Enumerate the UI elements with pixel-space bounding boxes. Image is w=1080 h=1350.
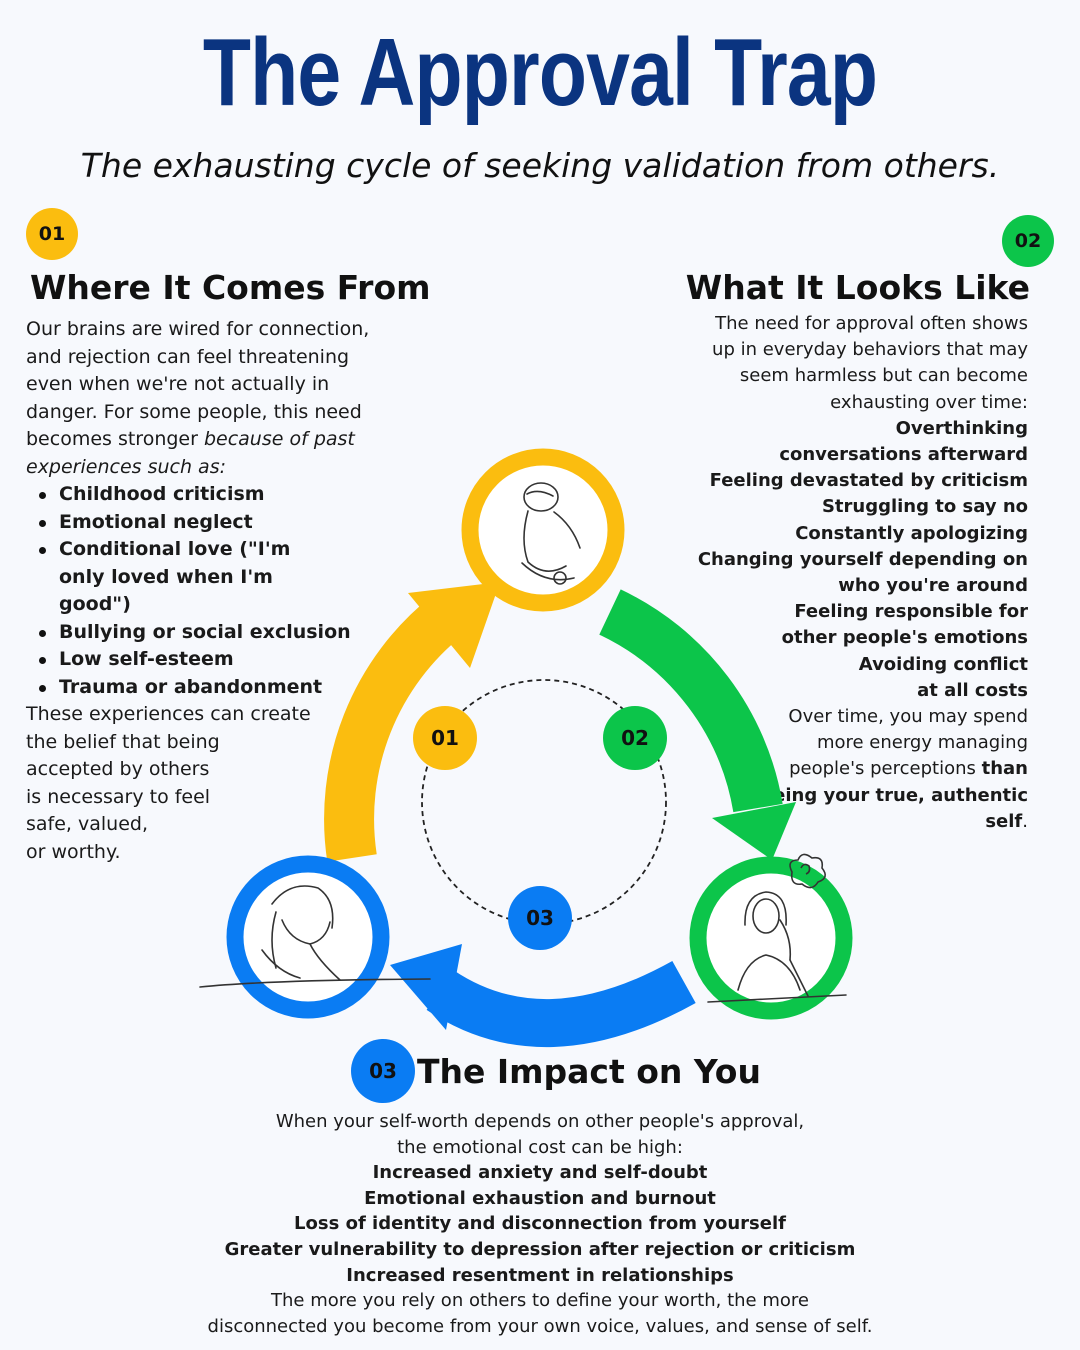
list-item: Emotional neglect [39, 509, 386, 537]
section-1-body: Our brains are wired for connection, and… [26, 316, 386, 866]
list-item: Bullying or social exclusion [39, 619, 386, 647]
distressed-woman-icon [199, 855, 431, 1019]
section-1-outro-line: These experiences can create [26, 703, 311, 725]
sitting-child-icon [461, 448, 625, 612]
list-item: Emotional exhaustion and burnout [364, 1187, 716, 1209]
list-item: Increased resentment in relationships [346, 1264, 734, 1286]
section-1-list: Childhood criticism Emotional neglect Co… [26, 481, 386, 701]
section-2-outro: Over time, you may spend more energy man… [760, 706, 1028, 832]
list-item: Overthinking conversations afterward [779, 417, 1028, 466]
blue-cycle-arrow [390, 944, 696, 1048]
section-3-heading: The Impact on You [417, 1052, 761, 1091]
page-subtitle: The exhausting cycle of seeking validati… [80, 146, 1000, 185]
svg-text:03: 03 [526, 906, 554, 930]
list-item: Increased anxiety and self-doubt [372, 1162, 708, 1184]
list-item: Greater vulnerability to depression afte… [224, 1238, 856, 1260]
list-item: Changing yourself depending on who you'r… [697, 548, 1028, 597]
yellow-cycle-arrow [324, 582, 500, 862]
cycle-badge-01: 01 [413, 706, 477, 770]
cycle-badge-02: 02 [603, 706, 667, 770]
section-1-intro: Our brains are wired for connection, and… [26, 318, 370, 478]
section-3-body: When your self-worth depends on other pe… [0, 1109, 1080, 1339]
list-item: Conditional love ("I'm only loved when I… [39, 536, 319, 619]
list-item: Feeling devastated by criticism [709, 470, 1028, 492]
svg-text:01: 01 [431, 726, 459, 750]
section-1-outro-line: accepted by others [26, 758, 210, 780]
section-3-intro-line: the emotional cost can be high: [397, 1136, 683, 1158]
section-1-outro-line: or worthy. [26, 840, 121, 863]
section-2-badge: 02 [1002, 215, 1054, 267]
svg-text:02: 02 [621, 726, 649, 750]
section-2-heading: What It Looks Like [685, 268, 1030, 307]
green-cycle-arrow [598, 589, 796, 860]
section-3-badge: 03 [351, 1039, 415, 1103]
thinking-woman-icon [689, 853, 853, 1020]
section-1-heading: Where It Comes From [30, 268, 431, 307]
section-2-intro: The need for approval often shows up in … [712, 313, 1028, 413]
section-2-body: The need for approval often shows up in … [688, 311, 1028, 835]
list-item: Low self-esteem [39, 646, 386, 674]
list-item: Loss of identity and disconnection from … [294, 1213, 786, 1235]
section-3-outro-line: disconnected you become from your own vo… [207, 1315, 873, 1337]
list-item: Trauma or abandonment [39, 674, 386, 702]
cycle-badge-03: 03 [508, 886, 572, 950]
page-title: The Approval Trap [202, 19, 878, 126]
section-3-intro-line: When your self-worth depends on other pe… [275, 1111, 805, 1132]
list-item: Constantly apologizing [795, 522, 1028, 544]
section-1-outro-line: the belief that being [26, 730, 220, 753]
section-1-badge: 01 [26, 208, 78, 260]
section-3-outro-line: The more you rely on others to define yo… [271, 1290, 809, 1312]
section-1-outro-line: safe, valued, [26, 813, 148, 835]
list-item: Avoiding conflict at all costs [858, 653, 1028, 701]
list-item: Struggling to say no [821, 496, 1028, 518]
section-1-outro-line: is necessary to feel [26, 785, 211, 808]
list-item: Childhood criticism [39, 481, 386, 509]
list-item: Feeling responsible for other people's e… [781, 601, 1028, 649]
